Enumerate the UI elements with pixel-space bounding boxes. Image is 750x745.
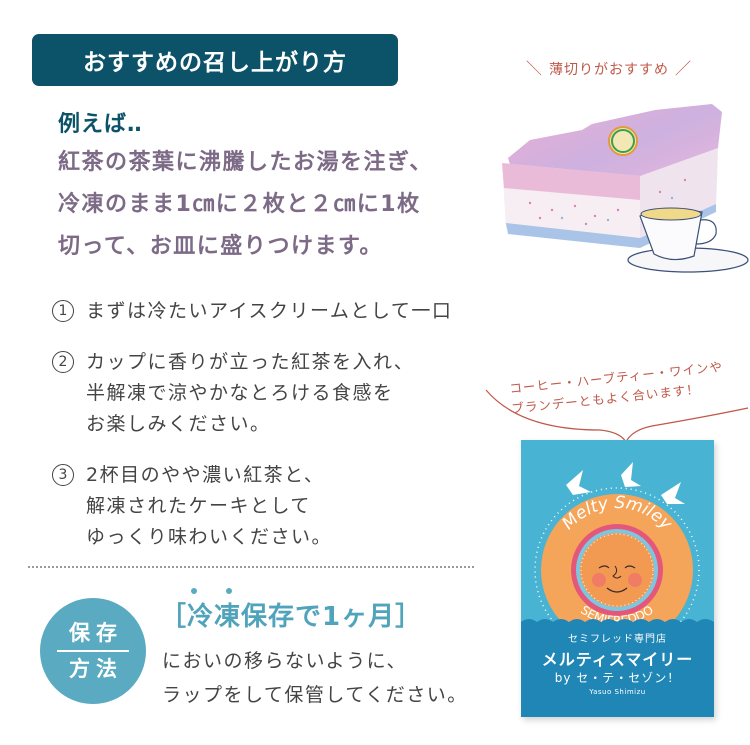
step-line: お楽しみください。 bbox=[86, 413, 271, 435]
storage-method-badge: 保存 方法 bbox=[40, 598, 146, 704]
step-item: 1 まずは冷たいアイスクリームとして一口 bbox=[52, 296, 492, 327]
book-cover-image: Melty Smiley SEMIFREDDO セミフレッド専門店 メルティスマ… bbox=[521, 440, 714, 717]
step-line: 2杯目のやや濃い紅茶と、 bbox=[86, 464, 325, 486]
step-line: 半解凍で涼やかなとろける食感を bbox=[86, 382, 394, 404]
slash-left-mark: ＼ bbox=[526, 59, 544, 78]
book-name: メルティスマイリー bbox=[541, 650, 694, 669]
step-line: カップに香りが立った紅茶を入れ、 bbox=[86, 351, 415, 373]
book-cover-art: Melty Smiley SEMIFREDDO bbox=[521, 440, 714, 717]
thin-slice-text: 薄切りがおすすめ bbox=[549, 59, 670, 79]
slash-right-mark: ／ bbox=[675, 59, 693, 78]
thin-slice-tag: ＼ 薄切りがおすすめ ／ bbox=[520, 55, 698, 79]
steps-list: 1 まずは冷たいアイスクリームとして一口 2 カップに香りが立った紅茶を入れ、 … bbox=[52, 296, 492, 573]
storage-title: ［冷凍保存で1ヶ月］ bbox=[160, 588, 423, 633]
example-line: 切って、お皿に盛りつけます。 bbox=[58, 234, 383, 259]
book-author: Yasuo Shimizu bbox=[589, 688, 646, 696]
curly-brace-decoration bbox=[485, 389, 749, 440]
badge-divider bbox=[57, 650, 129, 652]
section-title-banner: おすすめの召し上がり方 bbox=[32, 34, 398, 86]
storage-body: においの移らないように、 ラップをして保管してください。 bbox=[162, 644, 468, 712]
example-body: 紅茶の茶葉に沸騰したお湯を注ぎ、 冷凍のまま1㎝に２枚と２㎝に1枚 切って、お皿… bbox=[58, 142, 488, 268]
section-title: おすすめの召し上がり方 bbox=[83, 50, 347, 76]
step-number-badge: 1 bbox=[52, 300, 74, 322]
book-shop-label: セミフレッド専門店 bbox=[568, 634, 667, 645]
dotted-divider bbox=[28, 566, 474, 568]
step-item: 3 2杯目のやや濃い紅茶と、 解凍されたケーキとして ゆっくり味わいください。 bbox=[52, 460, 492, 553]
storage-line: においの移らないように、 bbox=[162, 650, 408, 672]
step-line: ゆっくり味わいください。 bbox=[86, 526, 333, 548]
emphasis-dot bbox=[191, 588, 197, 594]
example-line: 紅茶の茶葉に沸騰したお湯を注ぎ、 bbox=[58, 150, 433, 175]
badge-top-text: 保存 bbox=[69, 621, 123, 645]
step-line: 解凍されたケーキとして bbox=[86, 495, 311, 517]
example-heading: 例えば‥ bbox=[58, 112, 143, 137]
storage-line: ラップをして保管してください。 bbox=[162, 684, 468, 706]
example-line: 冷凍のまま1㎝に２枚と２㎝に1枚 bbox=[58, 192, 421, 217]
emphasis-dot bbox=[226, 588, 232, 594]
step-number-badge: 2 bbox=[52, 351, 74, 373]
badge-bottom-text: 方法 bbox=[69, 657, 123, 681]
book-by-line: by セ・テ・セゾン！ bbox=[554, 671, 681, 685]
step-item: 2 カップに香りが立った紅茶を入れ、 半解凍で涼やかなとろける食感を お楽しみく… bbox=[52, 347, 492, 440]
storage-title-text: ［冷凍保存で1ヶ月］ bbox=[160, 602, 423, 632]
cake-and-tea-illustration bbox=[502, 104, 749, 273]
step-number-badge: 3 bbox=[52, 464, 74, 486]
step-line: まずは冷たいアイスクリームとして一口 bbox=[86, 300, 453, 322]
